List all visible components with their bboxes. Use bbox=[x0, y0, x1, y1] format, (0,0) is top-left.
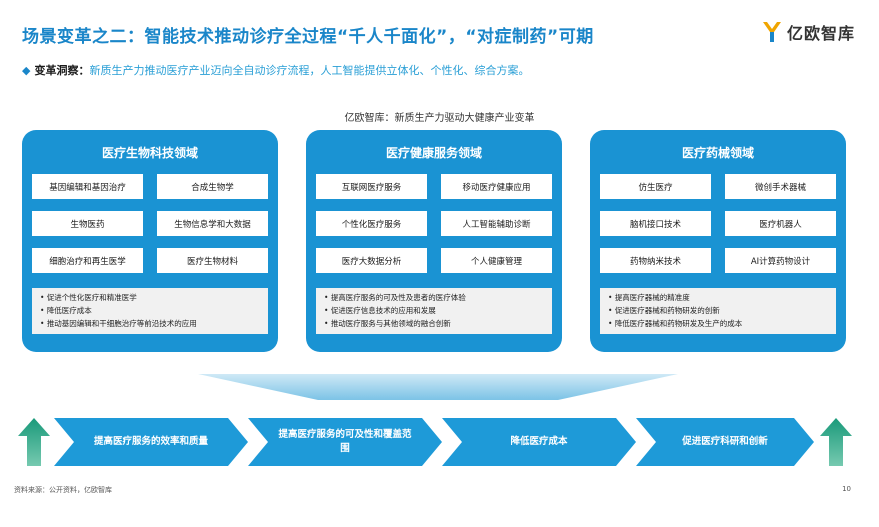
note-item: • 促进医疗器械和药物研发的创新 bbox=[608, 306, 720, 315]
domain-cell: 微创手术器械 bbox=[725, 174, 836, 199]
domain-cell: 药物纳米技术 bbox=[600, 248, 711, 273]
panel-notes: • 提高医疗器械的精准度 • 促进医疗器械和药物研发的创新 • 降低医疗器械和药… bbox=[600, 288, 836, 334]
panel-medical-devices: 医疗药械领域 仿生医疗 微创手术器械 脑机接口技术 医疗机器人 药物纳米技术 A… bbox=[590, 130, 846, 352]
domain-cell: 医疗大数据分析 bbox=[316, 248, 427, 273]
domain-cell: 人工智能辅助诊断 bbox=[441, 211, 552, 236]
logo-mark-icon bbox=[762, 22, 781, 42]
panel-notes: • 提高医疗服务的可及性及患者的医疗体验 • 促进医疗信息技术的应用和发展 • … bbox=[316, 288, 552, 334]
domain-cell: 脑机接口技术 bbox=[600, 211, 711, 236]
panel-grid: 基因编辑和基因治疗 合成生物学 生物医药 生物信息学和大数据 细胞治疗和再生医学… bbox=[32, 174, 268, 273]
note-item: • 降低医疗成本 bbox=[40, 306, 92, 315]
panel-title: 医疗健康服务领域 bbox=[385, 146, 482, 160]
panel-grid: 互联网医疗服务 移动医疗健康应用 个性化医疗服务 人工智能辅助诊断 医疗大数据分… bbox=[316, 174, 552, 273]
note-item: • 提高医疗服务的可及性及患者的医疗体验 bbox=[324, 293, 466, 302]
note-item: • 降低医疗器械和药物研发及生产的成本 bbox=[608, 319, 743, 328]
panel-biotech: 医疗生物科技领域 基因编辑和基因治疗 合成生物学 生物医药 生物信息学和大数据 … bbox=[22, 130, 278, 352]
domain-cell: 仿生医疗 bbox=[600, 174, 711, 199]
brand-logo: 亿欧智库 bbox=[761, 20, 855, 44]
domain-cell: 个性化医疗服务 bbox=[316, 211, 427, 236]
diamond-bullet-icon: ◆ bbox=[22, 64, 31, 77]
note-item: • 推动基因编辑和干细胞治疗等前沿技术的应用 bbox=[40, 319, 197, 328]
chevron-step bbox=[636, 418, 814, 466]
domain-cell: 细胞治疗和再生医学 bbox=[32, 248, 143, 273]
note-item: • 推动医疗服务与其他领域的融合创新 bbox=[324, 319, 451, 328]
domain-cell: 基因编辑和基因治疗 bbox=[32, 174, 143, 199]
panel-health-services: 医疗健康服务领域 互联网医疗服务 移动医疗健康应用 个性化医疗服务 人工智能辅助… bbox=[306, 130, 562, 352]
insight-line: ◆变革洞察：新质生产力推动医疗产业迈向全自动诊疗流程，人工智能提供立体化、个性化… bbox=[22, 62, 529, 78]
panel-title: 医疗药械领域 bbox=[681, 146, 754, 160]
chevron-step bbox=[442, 418, 636, 466]
outcome-flow: 提高医疗服务的效率和质量 提高医疗服务的可及性和覆盖范围 降低医疗成本 促进医疗… bbox=[0, 418, 879, 468]
up-arrow-icon bbox=[18, 418, 50, 466]
panel-title: 医疗生物科技领域 bbox=[101, 146, 198, 160]
diagram-caption: 亿欧智库：新质生产力驱动大健康产业变革 bbox=[344, 113, 535, 124]
domain-cell: 医疗生物材料 bbox=[157, 248, 268, 273]
chevron-label: 提高医疗服务的可及性和覆盖范围 bbox=[278, 429, 412, 454]
domain-cell: 生物信息学和大数据 bbox=[157, 211, 268, 236]
chevron-step bbox=[248, 418, 442, 466]
chevron-label: 促进医疗科研和创新 bbox=[682, 436, 768, 447]
panel-grid: 仿生医疗 微创手术器械 脑机接口技术 医疗机器人 药物纳米技术 AI计算药物设计 bbox=[600, 174, 836, 273]
domain-cell: 生物医药 bbox=[32, 211, 143, 236]
chevron-step bbox=[54, 418, 248, 466]
domain-cell: AI计算药物设计 bbox=[725, 248, 836, 273]
chevron-label: 降低医疗成本 bbox=[510, 436, 568, 447]
domain-cell: 合成生物学 bbox=[157, 174, 268, 199]
insight-lead: 变革洞察： bbox=[34, 64, 90, 77]
note-item: • 促进个性化医疗和精准医学 bbox=[40, 293, 137, 302]
page-number: 10 bbox=[842, 485, 851, 493]
domain-cell: 互联网医疗服务 bbox=[316, 174, 427, 199]
note-item: • 提高医疗器械的精准度 bbox=[608, 293, 690, 302]
chevron-label: 提高医疗服务的效率和质量 bbox=[93, 436, 208, 447]
insight-text: 新质生产力推动医疗产业迈向全自动诊疗流程，人工智能提供立体化、个性化、综合方案。 bbox=[89, 64, 530, 77]
panel-notes: • 促进个性化医疗和精准医学 • 降低医疗成本 • 推动基因编辑和干细胞治疗等前… bbox=[32, 288, 268, 334]
source-note: 资料来源：公开资料，亿欧智库 bbox=[14, 486, 112, 494]
page-title: 场景变革之二：智能技术推动诊疗全过程“千人千面化”，“对症制药”可期 bbox=[22, 27, 594, 47]
convergence-funnel bbox=[198, 374, 678, 400]
logo-text: 亿欧智库 bbox=[786, 24, 855, 43]
domain-cell: 移动医疗健康应用 bbox=[441, 174, 552, 199]
up-arrow-icon bbox=[820, 418, 852, 466]
domain-cell: 医疗机器人 bbox=[725, 211, 836, 236]
domain-cell: 个人健康管理 bbox=[441, 248, 552, 273]
note-item: • 促进医疗信息技术的应用和发展 bbox=[324, 306, 436, 315]
